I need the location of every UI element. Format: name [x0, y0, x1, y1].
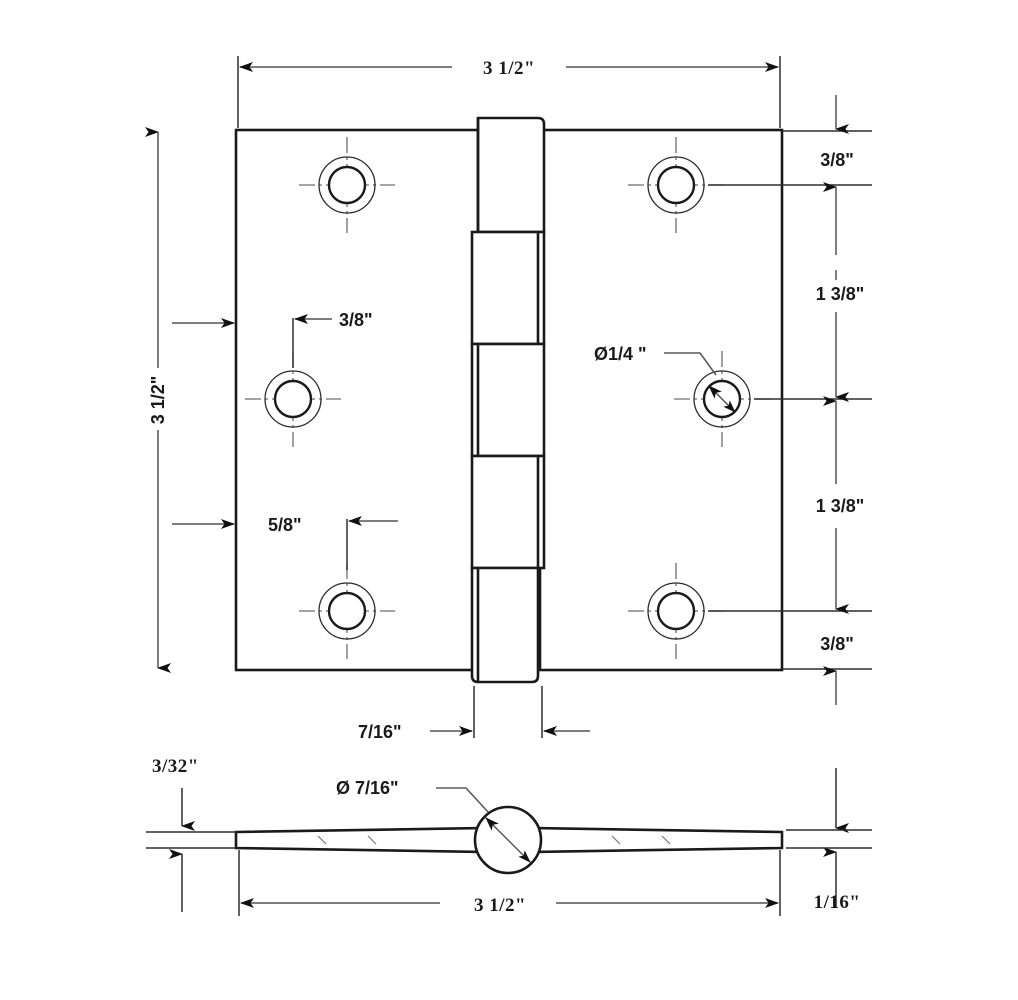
callout-pin-diameter: Ø 7/16" [336, 778, 489, 813]
leaf-hatch-3 [611, 835, 621, 845]
leaf-hatch-2 [367, 835, 377, 845]
dimension-right-chain: 3/8" 1 3/8" 1 3/8" 3/8" [708, 95, 872, 705]
callout-hole-diameter: Ø1/4 " [594, 344, 717, 376]
hole-mid-left [245, 351, 341, 447]
dimension-leaf-edge-thickness: 1/16" [786, 768, 872, 913]
knuckle-5 [470, 566, 540, 684]
label-bottom-width: 3 1/2" [474, 895, 526, 916]
dimension-inner-offset-upper: 3/8" [172, 310, 373, 368]
label-top-width: 3 1/2" [483, 58, 535, 79]
knuckle-3 [470, 342, 546, 458]
hole-top-right [628, 137, 724, 233]
knuckle-1 [476, 116, 546, 234]
hole-top-left [299, 137, 395, 233]
side-left-leaf [234, 826, 490, 854]
leaf-hatch-4 [661, 835, 671, 845]
dimension-bottom-width: 3 1/2" [238, 850, 781, 916]
dimension-top-width: 3 1/2" [237, 56, 781, 128]
label-pin-diameter: Ø 7/16" [336, 778, 399, 798]
hinge-barrel-group [470, 116, 546, 684]
hole-bottom-right [628, 563, 724, 659]
side-view-group [234, 805, 784, 875]
dimension-leaf-thickness: 3/32" [146, 756, 236, 912]
leaf-hatch-1 [317, 835, 327, 845]
dimension-knuckle-width: 7/16" [358, 686, 590, 742]
right-leaf-plate [538, 128, 784, 672]
hole-mid-right [674, 351, 770, 447]
label-leaf-thickness: 3/32" [152, 756, 199, 777]
label-knuckle-width: 7/16" [358, 722, 402, 742]
front-view-group [234, 116, 784, 684]
label-inner-offset-lower: 5/8" [268, 515, 302, 535]
knuckle-4 [470, 454, 546, 570]
label-right-lower-span: 1 3/8" [816, 496, 865, 516]
label-hole-diameter: Ø1/4 " [594, 344, 647, 364]
label-leaf-edge-thickness: 1/16" [814, 892, 861, 913]
label-inner-offset-upper: 3/8" [339, 310, 373, 330]
dimension-inner-offset-lower: 5/8" [172, 515, 398, 570]
label-right-bottom-offset: 3/8" [820, 634, 854, 654]
hole-bottom-left [299, 563, 395, 659]
knuckle-2 [470, 230, 546, 346]
label-left-height: 3 1/2" [148, 376, 168, 425]
dimension-left-height: 3 1/2" [145, 127, 171, 673]
label-right-top-offset: 3/8" [820, 150, 854, 170]
pin-diameter-arrow [485, 817, 531, 863]
label-right-upper-span: 1 3/8" [816, 284, 865, 304]
side-right-leaf [526, 826, 784, 854]
